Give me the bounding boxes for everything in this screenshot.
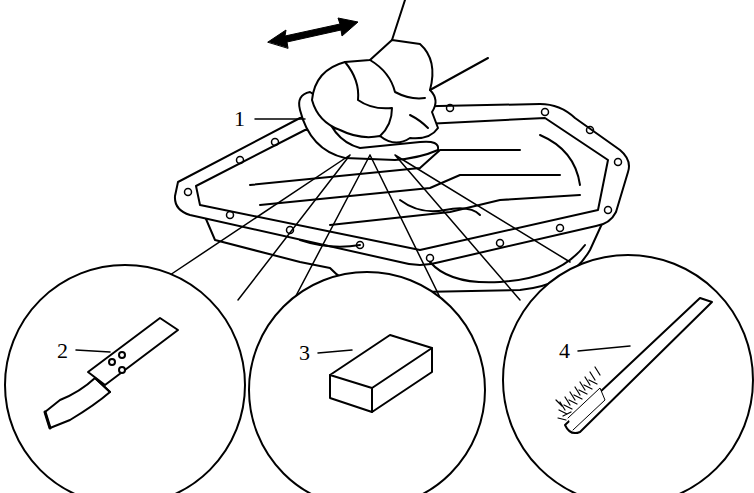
wire-brush <box>556 298 712 433</box>
pan-rib <box>540 135 580 185</box>
drawing-part <box>330 348 432 412</box>
drawing-part <box>272 139 279 146</box>
drawing-part <box>237 157 244 164</box>
drawing-part <box>170 155 350 300</box>
leader-lines <box>76 119 630 353</box>
detail-circle <box>249 272 485 493</box>
brush-handle <box>565 298 712 433</box>
callout-number: 4 <box>557 340 572 362</box>
drawing-part <box>557 225 564 232</box>
drawing-part <box>330 335 432 412</box>
drawing-part <box>542 109 549 116</box>
drawing-part <box>447 105 454 112</box>
callout-number: 1 <box>232 108 247 130</box>
drawing-part <box>587 127 594 134</box>
drawing-part <box>227 212 234 219</box>
scraper-blade <box>45 378 110 428</box>
drawing-part <box>109 359 115 365</box>
drawing-part <box>497 240 504 247</box>
hand <box>268 0 488 160</box>
detail-circle <box>5 265 245 493</box>
drawing-part <box>357 242 364 249</box>
sanding-block <box>330 335 432 412</box>
motion-arrow <box>268 18 358 48</box>
drawing-part <box>95 378 110 392</box>
finger-line <box>345 60 428 136</box>
bristles <box>556 367 600 420</box>
callout-number: 2 <box>55 340 70 362</box>
drawing-part <box>318 350 352 353</box>
hand-shape <box>312 40 438 143</box>
drawing-part <box>119 352 125 358</box>
scraper <box>45 318 178 428</box>
drawing-part <box>427 255 434 262</box>
drawing-part <box>45 412 50 428</box>
sleeve-line <box>392 0 488 90</box>
drawing-part <box>119 367 125 373</box>
pan-rib <box>260 175 560 205</box>
drawing-part <box>185 189 192 196</box>
drawing-part <box>615 159 622 166</box>
drawing-part <box>578 346 630 351</box>
detail-circles <box>5 255 753 493</box>
drawing-part <box>395 155 570 300</box>
pan-rib <box>330 195 580 225</box>
pan-rib <box>300 240 360 247</box>
drawing-part <box>255 118 305 120</box>
drawing-part <box>76 350 110 352</box>
callout-number: 3 <box>297 342 312 364</box>
drawing-part <box>605 207 612 214</box>
detail-circle <box>503 255 753 493</box>
